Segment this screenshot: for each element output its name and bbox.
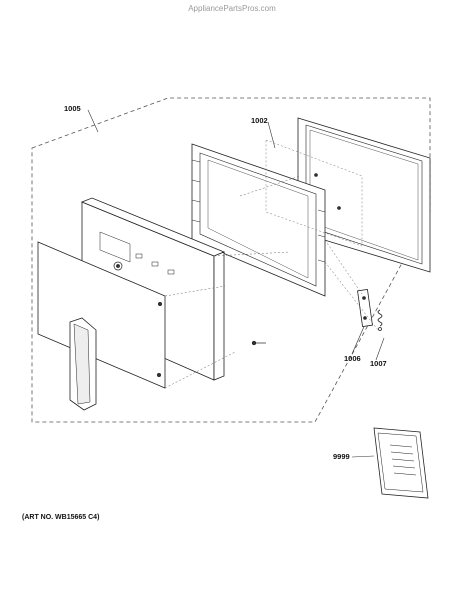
callout-1006: 1006 [344,354,361,363]
spring [377,309,383,331]
callout-1005: 1005 [64,104,81,113]
art-number: (ART NO. WB15665 C4) [22,514,100,521]
screw [251,340,266,346]
callout-1007: 1007 [370,359,387,368]
window-glass [265,139,363,247]
manual-booklet [373,427,429,499]
watermark: AppliancePartsPros.com [188,4,276,13]
hinge [357,289,373,327]
door-handle [69,317,97,411]
callout-9999: 9999 [333,452,350,461]
inner-door-frame [191,143,341,297]
callout-1002: 1002 [251,116,268,125]
